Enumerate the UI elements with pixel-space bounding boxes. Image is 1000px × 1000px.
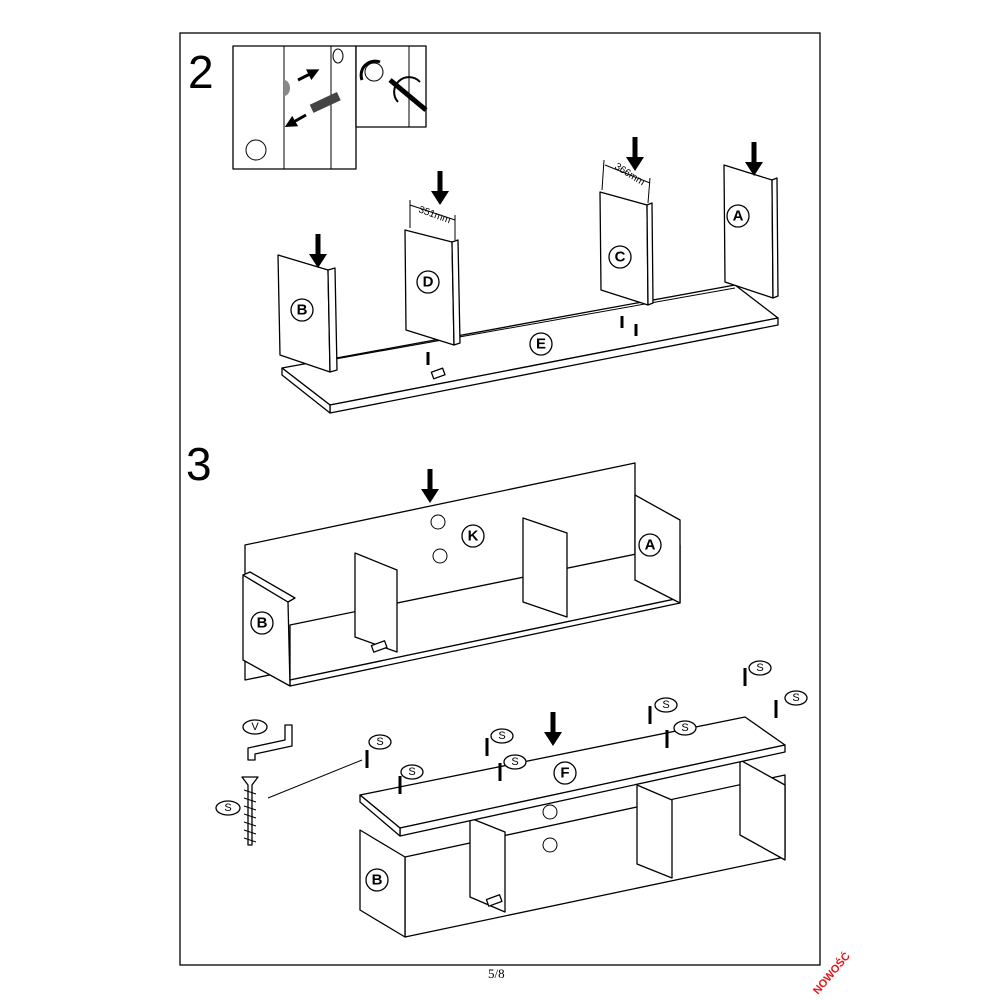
svg-text:S: S — [376, 736, 383, 748]
svg-text:B: B — [372, 872, 383, 889]
step-3-number: 3 — [186, 438, 212, 490]
dimension-351mm: 351mm — [417, 204, 452, 226]
svg-text:S: S — [498, 730, 505, 742]
label-a-step2: A — [726, 204, 750, 228]
svg-text:S: S — [756, 662, 763, 674]
label-f: F — [553, 761, 577, 785]
dimension-366mm: 366mm — [612, 161, 646, 188]
dimension-line-c — [604, 164, 651, 184]
cam-lock-inset — [232, 45, 428, 170]
label-b-step2: B — [290, 298, 314, 322]
svg-text:S: S — [662, 699, 669, 711]
svg-text:B: B — [257, 615, 268, 632]
label-s: S — [673, 720, 697, 736]
label-s: S — [490, 728, 514, 744]
label-v: V — [242, 719, 268, 735]
label-s: S — [784, 690, 808, 706]
label-c: C — [608, 245, 632, 269]
label-d: D — [416, 270, 440, 294]
svg-text:B: B — [297, 302, 308, 319]
dimension-line-d — [409, 204, 456, 221]
svg-text:S: S — [511, 756, 518, 768]
label-s: S — [368, 734, 392, 750]
label-e: E — [529, 332, 553, 356]
svg-text:K: K — [468, 528, 479, 545]
label-s: S — [400, 764, 424, 780]
label-k: K — [461, 524, 485, 548]
page-number: 5/8 — [488, 966, 505, 981]
label-a-step3: A — [638, 533, 662, 557]
label-s: S — [654, 697, 678, 713]
label-s: S — [503, 754, 527, 770]
svg-text:D: D — [423, 274, 434, 291]
svg-text:F: F — [560, 765, 569, 782]
svg-text:S: S — [792, 692, 799, 704]
svg-text:C: C — [615, 249, 626, 266]
svg-text:S: S — [408, 766, 415, 778]
nowosc-stamp: NOWOŚĆ — [810, 950, 853, 997]
svg-text:S: S — [224, 802, 231, 814]
step-3-top-panel-drawing — [267, 668, 786, 938]
svg-text:E: E — [536, 336, 546, 353]
svg-text:A: A — [733, 208, 744, 225]
step-3-back-panel-drawing — [242, 462, 681, 687]
hardware — [241, 724, 293, 846]
panel-a — [723, 164, 774, 299]
allen-key-icon — [247, 724, 293, 761]
page-frame — [179, 32, 821, 966]
label-s-hardware: S — [215, 800, 241, 816]
label-s: S — [748, 660, 772, 676]
label-b-bottom: B — [365, 868, 389, 892]
svg-text:V: V — [251, 721, 259, 733]
confirmat-screw-icon — [241, 776, 259, 846]
step-2-assembly-drawing: 351mm 366mm — [277, 137, 779, 414]
label-b-step3: B — [250, 611, 274, 635]
svg-text:A: A — [645, 537, 656, 554]
svg-text:S: S — [681, 722, 688, 734]
step-2-number: 2 — [188, 46, 214, 98]
